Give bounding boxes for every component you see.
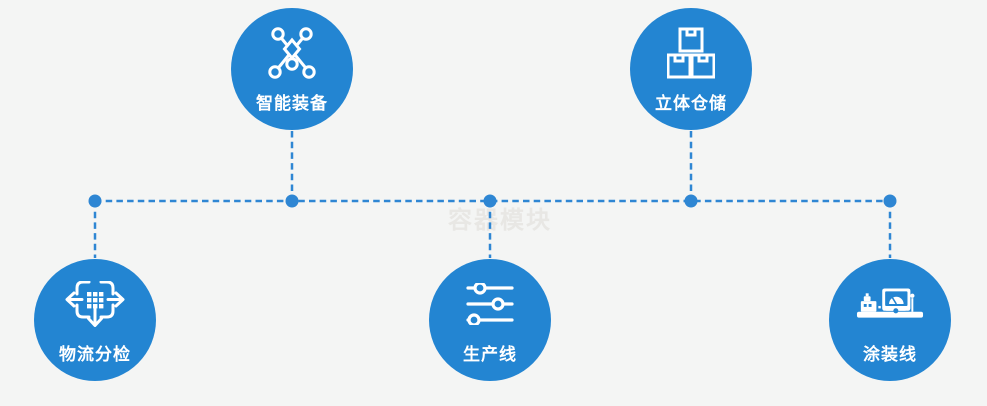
- junction-dot: [88, 194, 102, 208]
- sorting-arrows-icon: [59, 276, 131, 332]
- node-label: 立体仓储: [655, 94, 727, 114]
- junction-dot: [684, 194, 698, 208]
- node-label: 智能装备: [256, 94, 328, 114]
- stacked-boxes-icon: [655, 25, 727, 81]
- junction-dot: [285, 194, 299, 208]
- junction-dot: [883, 194, 897, 208]
- node-label: 涂装线: [863, 345, 917, 365]
- node-production-line[interactable]: 生产线: [429, 259, 551, 381]
- node-smart-equipment[interactable]: 智能装备: [231, 8, 353, 130]
- node-coating-line[interactable]: 涂装线: [829, 259, 951, 381]
- machine-gauge-icon: [854, 276, 926, 332]
- node-label: 生产线: [463, 345, 517, 365]
- node-label: 物流分检: [59, 345, 131, 365]
- node-logistics-sorting[interactable]: 物流分检: [34, 259, 156, 381]
- node-stereo-warehouse[interactable]: 立体仓储: [630, 8, 752, 130]
- network-nodes-icon: [256, 25, 328, 81]
- junction-dot: [483, 194, 497, 208]
- watermark: 容器模块: [448, 206, 552, 234]
- sliders-icon: [454, 276, 526, 332]
